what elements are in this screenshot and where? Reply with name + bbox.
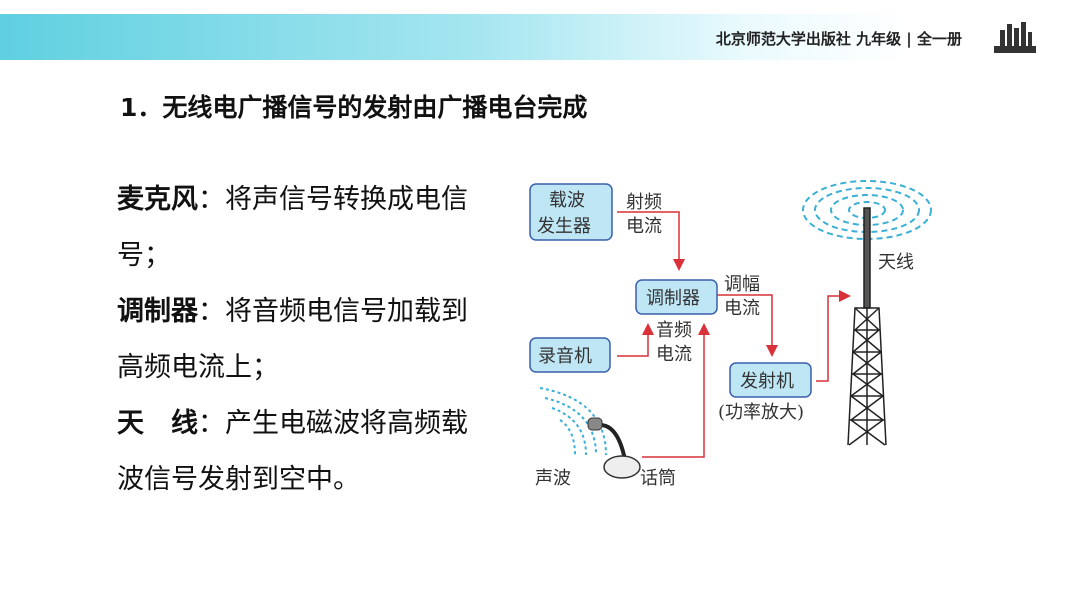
microphone-label: 话筒: [640, 468, 676, 489]
am-label-2: 电流: [724, 298, 760, 319]
item-microphone: 麦克风：将声信号转换成电信号；: [117, 172, 477, 284]
sound-wave-icon: [539, 387, 607, 456]
transmitter-box: [729, 362, 812, 398]
header-banner: 北京师范大学出版社 九年级 | 全一册: [0, 14, 1066, 60]
transmitter-label: 发射机: [740, 371, 794, 392]
modulator-label: 调制器: [646, 288, 700, 309]
recorder-label: 录音机: [538, 346, 592, 367]
desc: ：将声信号转换成电信号；: [117, 184, 468, 271]
term: 天 线: [117, 408, 198, 439]
rf-label-1: 射频: [626, 192, 662, 213]
carrier-label-2: 发生器: [537, 216, 591, 237]
books-logo-icon: [994, 22, 1036, 53]
audio-label-2: 电流: [656, 344, 692, 365]
recorder-box: [529, 337, 611, 373]
slide-title: 1．无线电广播信号的发射由广播电台完成: [120, 93, 588, 122]
desc: ：产生电磁波将高频载波信号发射到空中。: [117, 408, 468, 495]
desc: ：将音频电信号加载到高频电流上；: [117, 296, 468, 383]
modulator-box: [635, 279, 718, 315]
microphone-icon: [587, 417, 641, 479]
antenna-label: 天线: [878, 252, 914, 273]
carrier-label-1: 载波: [549, 190, 585, 211]
term: 麦克风: [117, 184, 198, 215]
sound-wave-label: 声波: [535, 468, 571, 489]
publisher-label: 北京师范大学出版社 九年级 | 全一册: [715, 30, 962, 48]
rf-label-2: 电流: [626, 216, 662, 237]
carrier-box: [529, 183, 613, 241]
antenna-tower-icon: [847, 207, 887, 446]
signal-arrows: [617, 211, 851, 458]
am-label-1: 调幅: [724, 274, 760, 295]
item-antenna: 天 线：产生电磁波将高频载波信号发射到空中。: [117, 396, 477, 508]
term: 调制器: [117, 296, 198, 327]
amplify-label: (功率放大): [718, 402, 804, 423]
item-modulator: 调制器：将音频电信号加载到高频电流上；: [117, 284, 477, 396]
description-list: 麦克风：将声信号转换成电信号； 调制器：将音频电信号加载到高频电流上； 天 线：…: [117, 172, 477, 508]
audio-label-1: 音频: [656, 320, 692, 341]
